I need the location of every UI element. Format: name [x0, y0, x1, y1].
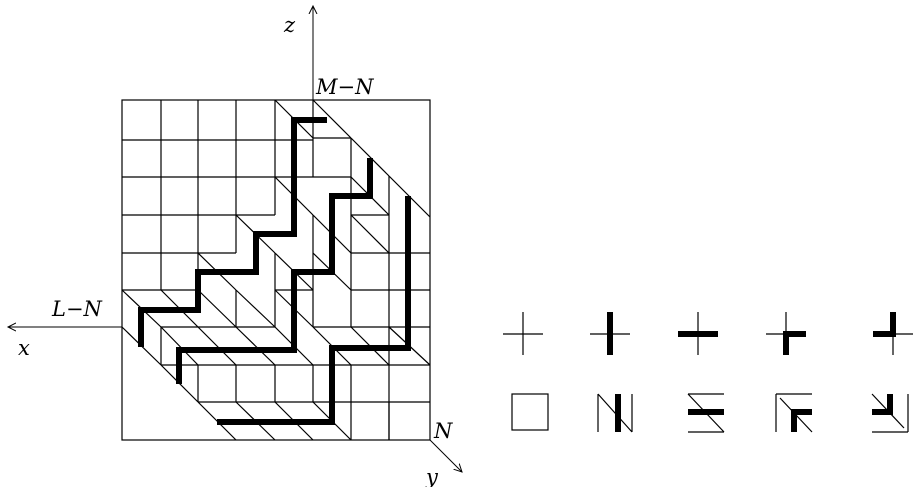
top-faces: [121, 99, 431, 441]
legend-cross-horizontal: [678, 312, 718, 355]
legend-tile-corner-top-left: [775, 393, 813, 433]
path-2: [176, 158, 373, 384]
left-corner-label: L−N: [51, 297, 103, 321]
legend-cross-empty: [503, 312, 543, 355]
legend-tile-square: [511, 393, 549, 431]
tiling-grid: [121, 99, 431, 441]
path-3: [217, 196, 411, 425]
path-1: [138, 117, 327, 347]
step-faces: [160, 138, 430, 440]
y-axis: [429, 439, 462, 472]
top-corner-label: M−N: [315, 75, 374, 99]
bottom-right-corner-label: N: [433, 419, 453, 443]
legend-cross-turn-up: [873, 312, 913, 355]
legend-tile-horizontal-lozenge: [687, 393, 725, 433]
legend-tile-corner-bottom-right: [871, 393, 909, 433]
legend-tile-vertical-lozenge: [597, 393, 633, 433]
lattice-paths: [138, 117, 411, 425]
legend-row-1: [503, 312, 913, 355]
legend-row-2: [511, 393, 909, 433]
x-axis-label: x: [18, 336, 30, 360]
z-axis-label: z: [283, 13, 296, 37]
legend-cross-turn-down: [766, 312, 806, 355]
outer-frame: [121, 99, 431, 441]
legend-cross-vertical: [590, 312, 630, 355]
axes: [8, 6, 462, 472]
y-axis-label: y: [425, 465, 439, 487]
